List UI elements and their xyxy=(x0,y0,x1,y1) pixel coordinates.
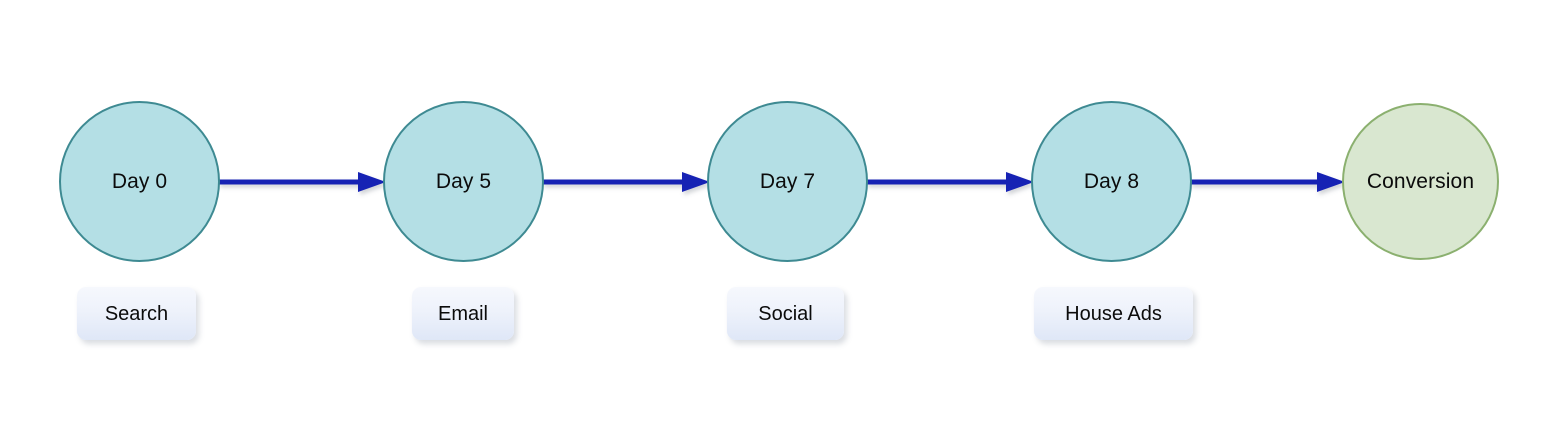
channel-chip-label: Search xyxy=(104,302,169,325)
channel-chip-label: House Ads xyxy=(1065,302,1162,325)
arrow-icon xyxy=(218,172,386,192)
journey-node-day5[interactable]: Day 5 xyxy=(383,101,544,262)
channel-chip-email[interactable]: Email xyxy=(412,287,514,340)
channel-chip-search[interactable]: Search xyxy=(77,287,196,340)
journey-node-label: Day 7 xyxy=(759,170,816,193)
journey-node-day0[interactable]: Day 0 xyxy=(59,101,220,262)
channel-chip-social[interactable]: Social xyxy=(727,287,844,340)
channel-chip-label: Social xyxy=(758,302,813,325)
edge-day0-day5 xyxy=(218,166,386,198)
arrow-icon xyxy=(1190,172,1345,192)
channel-chip-house-ads[interactable]: House Ads xyxy=(1034,287,1193,340)
journey-node-label: Day 8 xyxy=(1083,170,1140,193)
journey-node-day7[interactable]: Day 7 xyxy=(707,101,868,262)
edge-day5-day7 xyxy=(542,166,710,198)
journey-node-label: Conversion xyxy=(1366,170,1475,193)
journey-node-label: Day 5 xyxy=(435,170,492,193)
journey-node-label: Day 0 xyxy=(111,170,168,193)
journey-node-day8[interactable]: Day 8 xyxy=(1031,101,1192,262)
arrow-icon xyxy=(542,172,710,192)
edge-day8-conversion xyxy=(1190,166,1345,198)
edge-day7-day8 xyxy=(866,166,1034,198)
arrow-icon xyxy=(866,172,1034,192)
journey-node-conversion[interactable]: Conversion xyxy=(1342,103,1499,260)
channel-chip-label: Email xyxy=(437,302,488,325)
